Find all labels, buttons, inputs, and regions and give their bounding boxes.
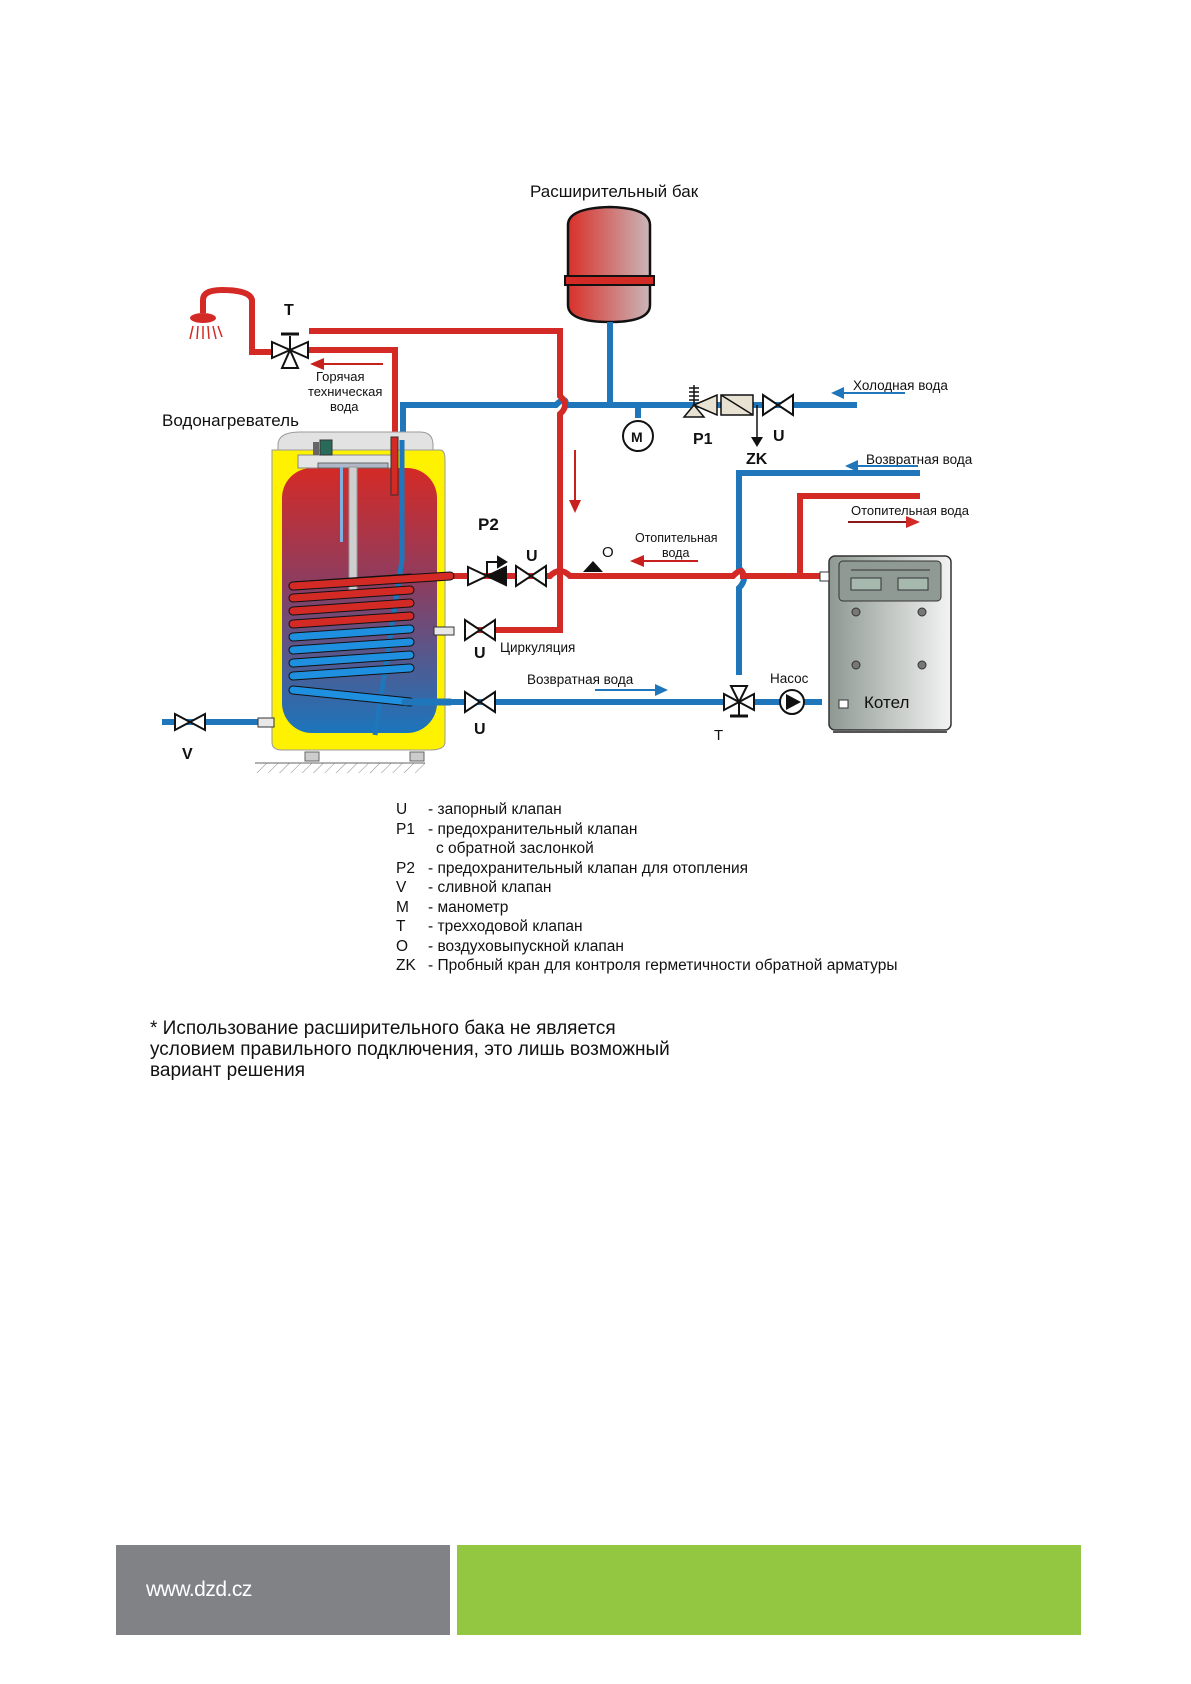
footnote-line-1: * Использование расширительного бака не … [150, 1018, 616, 1039]
valve-code-U-circulation: U [474, 645, 486, 662]
manometer-icon [622, 420, 654, 452]
shutoff-valve-return-icon [464, 690, 496, 714]
test-tap-zk-icon [751, 405, 763, 447]
shutoff-valve-cold-icon [762, 393, 794, 417]
valve-code-U-cold: U [773, 428, 785, 445]
valve-code-ZK: ZK [746, 451, 768, 468]
valve-code-M: M [631, 429, 643, 445]
valve-code-O: O [602, 544, 614, 561]
return-water-bottom-label: Возвратная вода [527, 672, 634, 687]
cold-water-arrow-icon [831, 387, 905, 399]
drain-valve-v-icon [174, 712, 206, 732]
water-heater [255, 431, 455, 773]
air-vent-icon [583, 561, 603, 572]
cold-water-label: Холодная вода [853, 378, 948, 393]
valve-code-T-top: T [284, 302, 294, 319]
valve-code-T-bottom: T [714, 727, 723, 744]
footnote-line-3: вариант решения [150, 1060, 306, 1081]
circulation-label: Циркуляция [500, 640, 575, 655]
valve-code-U-return: U [474, 721, 486, 738]
valve-code-U-heating: U [526, 548, 538, 565]
down-flow-arrow-icon [569, 450, 581, 513]
footnote: * Использование расширительного бака не … [150, 1018, 790, 1081]
valve-code-P2: P2 [478, 515, 499, 534]
footer-grey-block [116, 1545, 450, 1635]
expansion-tank-label: Расширительный бак [530, 182, 699, 201]
heating-water-right-arrow-icon [848, 516, 920, 528]
three-way-valve-bottom-icon [723, 685, 755, 718]
legend-item: V- сливной клапан [396, 879, 552, 896]
expansion-tank [564, 205, 655, 324]
footer-green-block [457, 1545, 1081, 1635]
pump-icon [779, 689, 805, 715]
legend: U- запорный клапан P1- предохранительный… [390, 800, 898, 976]
pump-label: Насос [770, 671, 809, 686]
legend-item: P1- предохранительный клапан [396, 820, 638, 838]
footnote-line-2: условием правильного подключения, это ли… [150, 1039, 670, 1060]
heating-water-mid-label-1: Отопительная [635, 531, 718, 545]
hot-water-label-3: вода [330, 399, 359, 414]
shutoff-valve-heating-icon [515, 564, 547, 588]
shower-icon [189, 313, 223, 340]
footer-url-link[interactable]: www.dzd.cz [146, 1578, 252, 1601]
return-water-top-arrow-icon [845, 460, 918, 472]
valve-code-V: V [182, 746, 193, 763]
legend-item: O- воздуховыпускной клапан [396, 937, 624, 955]
legend-item: M- манометр [396, 898, 509, 916]
valve-code-P1: P1 [693, 431, 713, 448]
boiler [819, 555, 952, 733]
water-heater-label: Водонагреватель [162, 411, 299, 430]
heating-water-right-label: Отопительная вода [851, 503, 970, 518]
hot-pipes [200, 286, 920, 633]
safety-valve-p2-icon [467, 555, 508, 587]
shutoff-valve-circulation-icon [464, 618, 496, 642]
legend-item: P2- предохранительный клапан для отоплен… [396, 859, 749, 877]
legend-item: U- запорный клапан [396, 801, 562, 818]
hot-water-arrow-icon [310, 358, 383, 370]
hot-water-label-2: техническая [308, 384, 382, 399]
return-water-top-label: Возвратная вода [866, 452, 973, 467]
return-water-bottom-arrow-icon [595, 684, 668, 696]
legend-item: ZK- Пробный кран для контроля герметично… [396, 957, 898, 974]
three-way-valve-top-icon [271, 332, 309, 369]
heating-water-mid-label-2: вода [662, 546, 689, 560]
boiler-label: Котел [864, 693, 909, 712]
heating-water-mid-arrow-icon [630, 555, 698, 567]
heating-connection-diagram: Расширительный бак Водонагреватель Горяч… [162, 182, 973, 773]
safety-valve-p1-icon [682, 385, 754, 418]
hot-water-label-1: Горячая [316, 369, 365, 384]
legend-item: T- трехходовой клапан [396, 918, 583, 935]
legend-item: с обратной заслонкой [436, 840, 594, 857]
